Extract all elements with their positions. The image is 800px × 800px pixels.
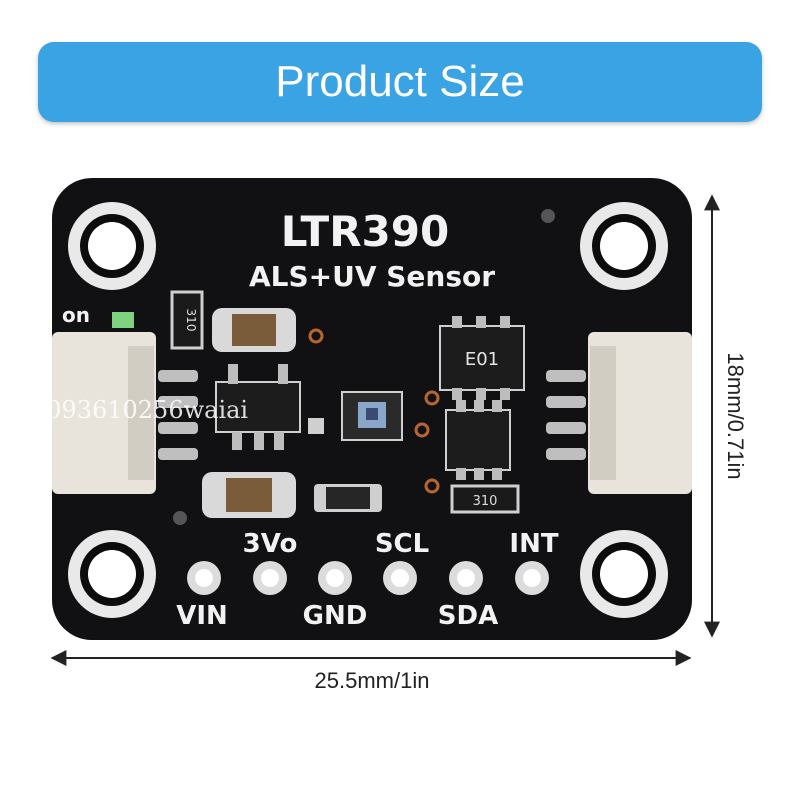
resistor: 310 xyxy=(450,484,520,514)
small-component xyxy=(308,418,324,434)
width-dimension-label: 25.5mm/1in xyxy=(315,668,430,693)
power-led xyxy=(112,312,134,328)
resistor-mark: 310 xyxy=(184,309,198,332)
pin-label-3vo: 3Vo xyxy=(243,529,298,559)
pin-pad-sda xyxy=(449,561,483,595)
capacitor xyxy=(212,308,296,352)
pin-pad-vin xyxy=(187,561,221,595)
light-sensor-chip xyxy=(341,391,403,441)
left-connector xyxy=(52,332,198,494)
pin-pad-int xyxy=(515,561,549,595)
pin-pad-scl xyxy=(383,561,417,595)
regulator-chip xyxy=(215,364,301,450)
board-subtitle-label: ALS+UV Sensor xyxy=(249,260,495,293)
pin-pad-3vo xyxy=(253,561,287,595)
pin-pad-gnd xyxy=(318,561,352,595)
resistor-mark: 310 xyxy=(473,494,498,509)
ic-chip xyxy=(445,400,511,480)
board-model-label: LTR390 xyxy=(281,207,449,256)
resistor: 310 xyxy=(170,290,204,350)
diode xyxy=(314,484,382,512)
pin-label-scl: SCL xyxy=(375,529,429,559)
title-banner: Product Size xyxy=(38,42,762,122)
width-dimension: 25.5mm/1in xyxy=(50,650,692,693)
watermark: cn1093610256waiai xyxy=(2,396,248,424)
level-shifter-chip: E01 xyxy=(439,316,525,400)
mounting-hole xyxy=(580,202,668,290)
sensor-board: LTR390 ALS+UV Sensor on 310 xyxy=(52,178,692,640)
mounting-hole xyxy=(580,530,668,618)
mounting-hole xyxy=(68,202,156,290)
mounting-hole xyxy=(68,530,156,618)
chip-mark: E01 xyxy=(465,349,499,370)
right-connector xyxy=(546,332,692,494)
pin-label-sda: SDA xyxy=(438,601,498,631)
height-dimension-label: 18mm/0.71in xyxy=(723,352,748,479)
pin-label-int: INT xyxy=(509,529,558,559)
power-led-label: on xyxy=(62,303,90,327)
banner-title: Product Size xyxy=(275,57,525,106)
capacitor xyxy=(202,472,296,518)
pin-label-vin: VIN xyxy=(176,601,228,631)
pin-label-gnd: GND xyxy=(303,601,368,631)
height-dimension: 18mm/0.71in xyxy=(704,194,748,638)
